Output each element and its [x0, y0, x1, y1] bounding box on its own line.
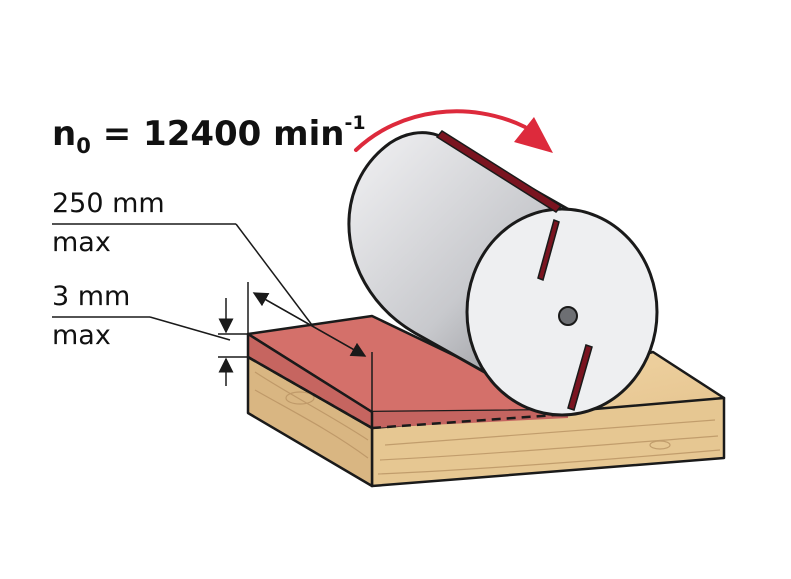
removed-layer — [246, 314, 571, 430]
max-width-value: 250 mm — [52, 188, 165, 219]
max-depth-qualifier: max — [52, 320, 111, 351]
width-dimension-line-back — [252, 292, 366, 357]
cutter-head — [347, 130, 659, 417]
dimension-arrow-icon — [52, 223, 373, 412]
width-leader-diagonal — [235, 223, 313, 326]
max-depth-value: 3 mm — [52, 281, 131, 312]
knife-face-lower — [567, 344, 593, 411]
speed-exponent: -1 — [344, 112, 366, 134]
knife-top — [435, 130, 563, 213]
cut-line-front — [371, 412, 571, 430]
wood-grain — [254, 371, 721, 475]
max-width-qualifier: max — [52, 227, 111, 258]
speed-unit: min — [273, 114, 345, 154]
curved-arrow-icon — [354, 109, 553, 153]
speed-subscript: 0 — [76, 134, 91, 158]
rotation-speed-label: n0 = 12400 min-1 — [52, 112, 366, 158]
speed-equals: = — [102, 114, 132, 154]
cut-line-left — [247, 355, 373, 430]
speed-symbol: n — [52, 114, 77, 154]
speed-value: 12400 — [143, 114, 262, 154]
depth-leader-diagonal — [149, 316, 231, 341]
knife-face-upper — [537, 218, 560, 282]
shaft-hole — [558, 306, 578, 326]
depth-dimension — [52, 298, 248, 386]
